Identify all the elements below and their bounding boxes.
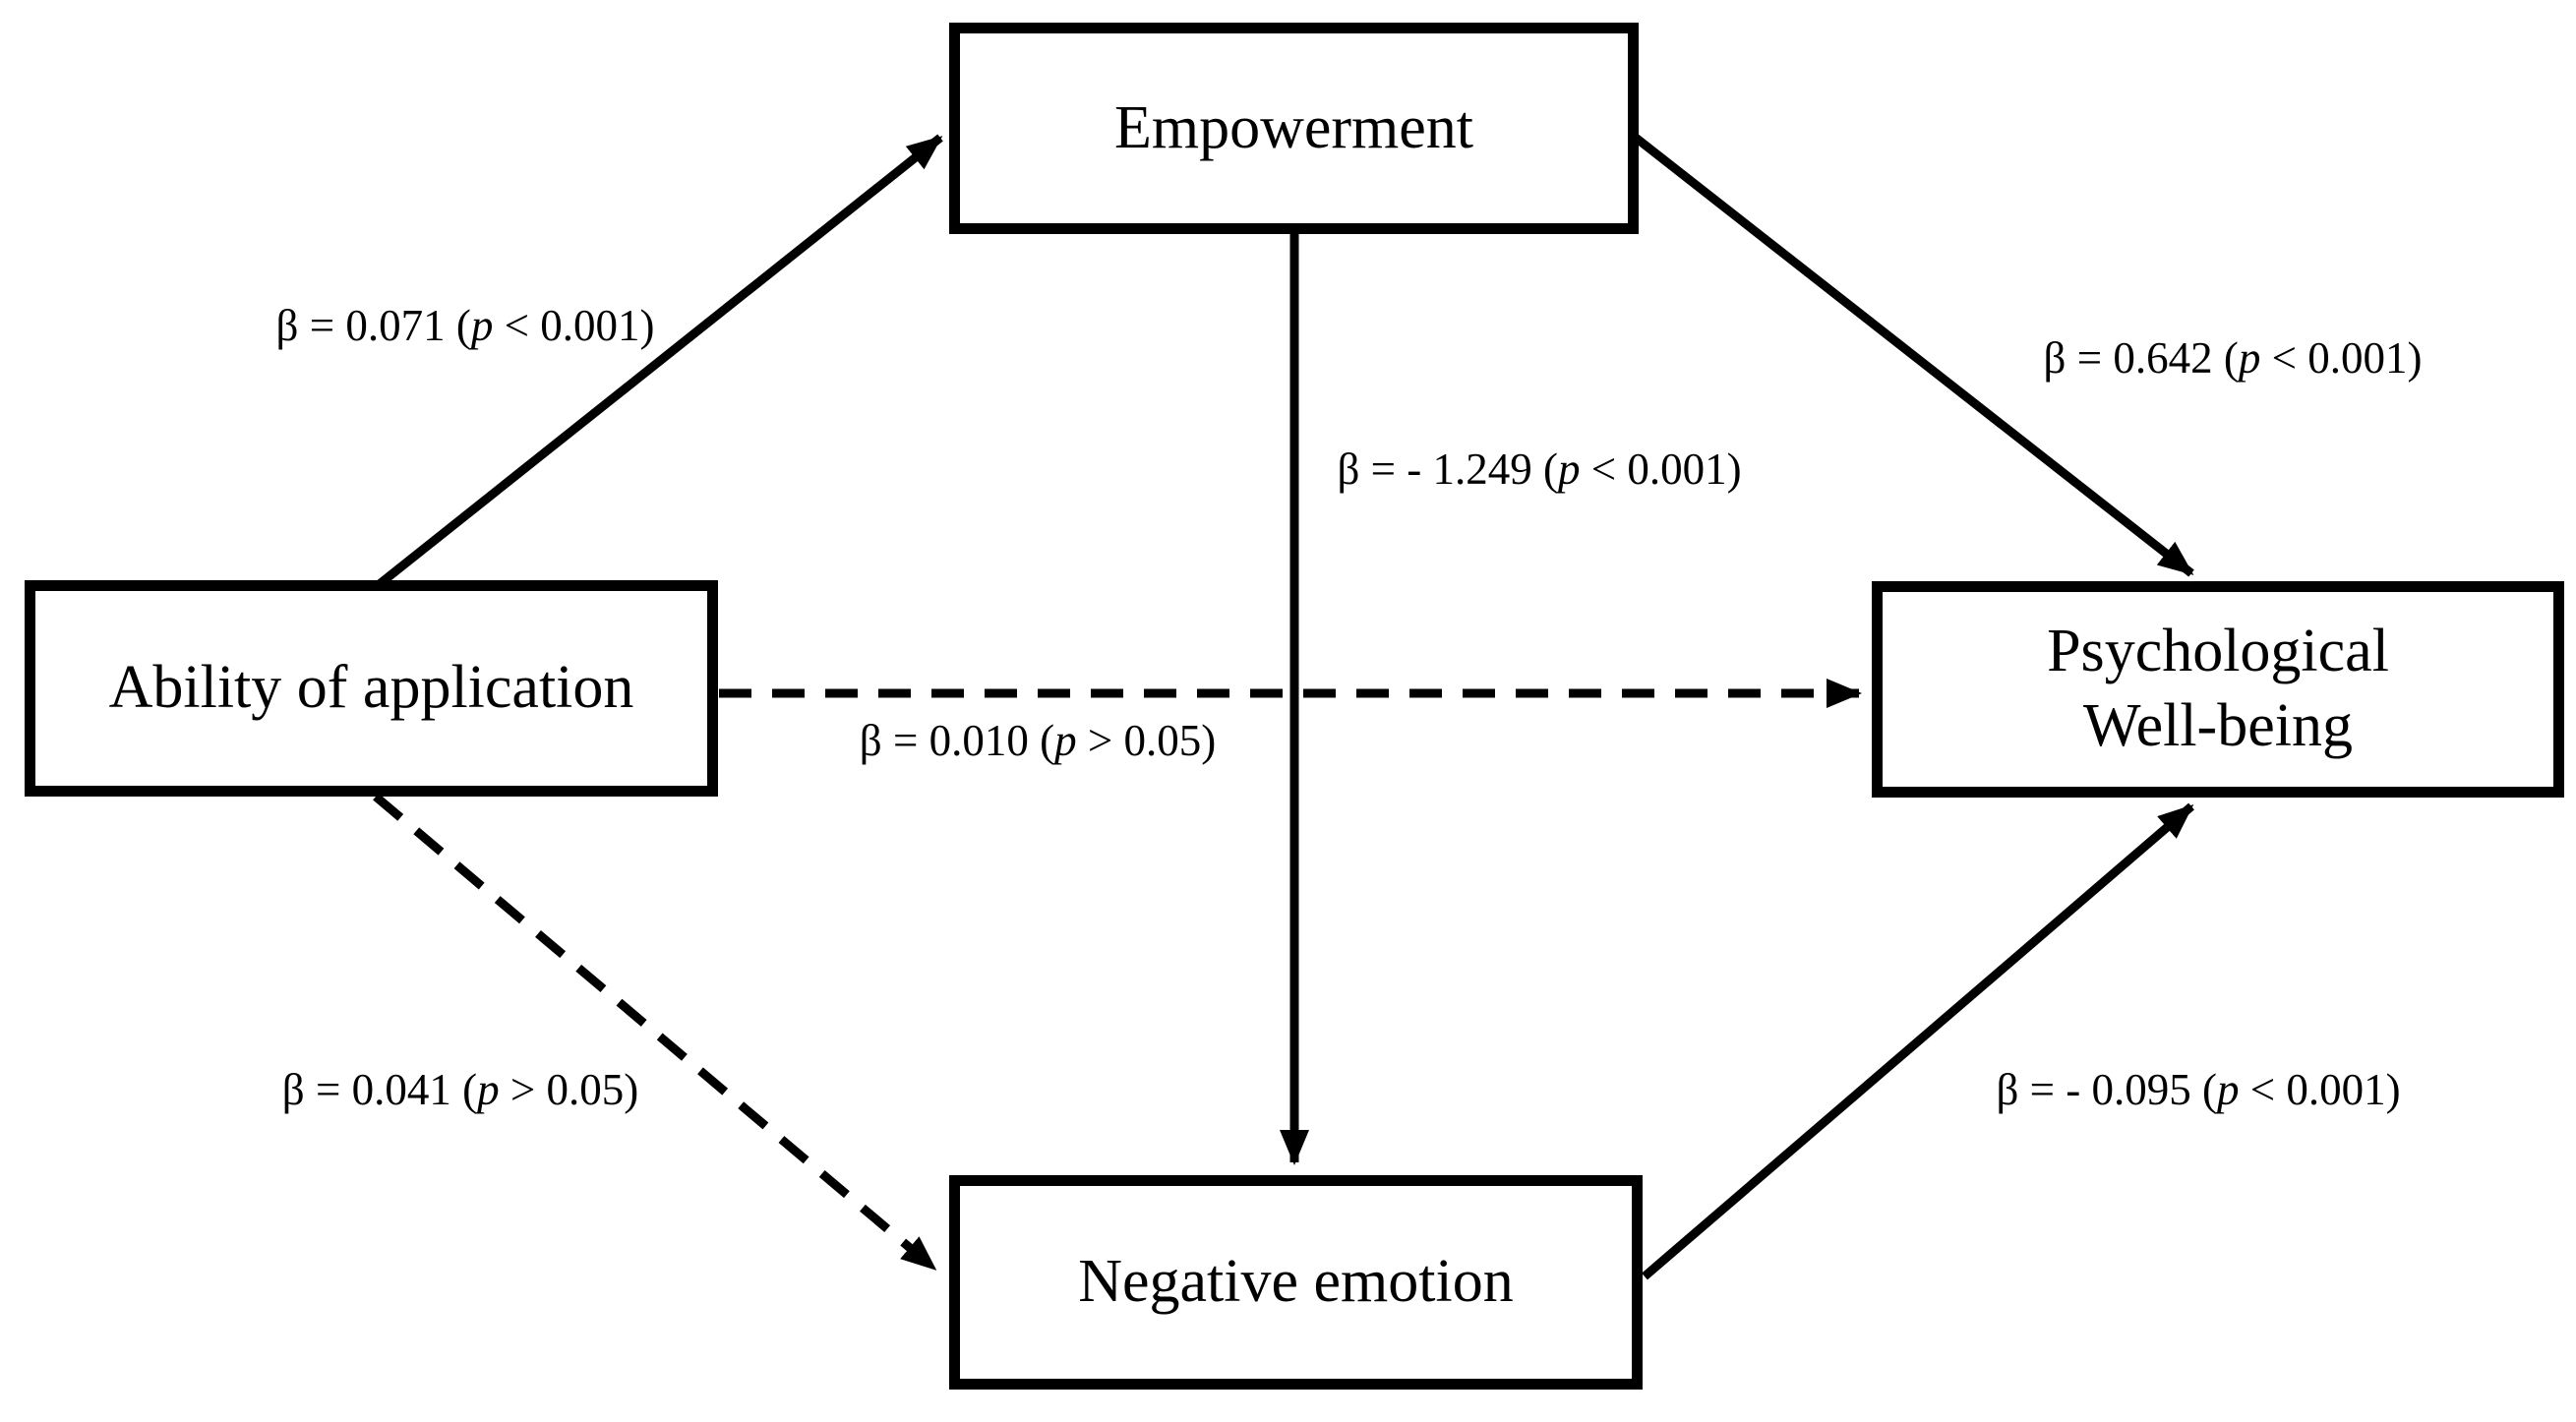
edge-label-ability-to-empowerment: β = 0.071 (p < 0.001) (275, 301, 655, 350)
arrow-empowerment-to-psychological-well-being (1633, 134, 2194, 577)
arrow-ability-to-negative-emotion (373, 793, 937, 1273)
node-ability-label: Ability of application (108, 654, 634, 722)
node-empowerment-label: Empowerment (1113, 93, 1473, 161)
node-pwb-label-line2: Well-being (2083, 692, 2353, 759)
node-ability-of-application: Ability of application (25, 580, 718, 797)
node-psychological-well-being: Psychological Well-being (1872, 581, 2564, 798)
edge-label-negative-emotion-to-psychological-well-being: β = - 0.095 (p < 0.001) (1996, 1065, 2401, 1114)
edge-label-empowerment-to-psychological-well-being: β = 0.642 (p < 0.001) (2043, 333, 2423, 383)
node-pwb-label-line1: Psychological (2047, 618, 2389, 685)
edge-label-ability-to-psychological-well-being: β = 0.010 (p > 0.05) (859, 716, 1217, 765)
edge-label-ability-to-negative-emotion: β = 0.041 (p > 0.05) (281, 1065, 639, 1114)
arrow-negative-emotion-to-psychological-well-being (1642, 802, 2194, 1280)
arrow-ability-to-empowerment (373, 134, 943, 591)
edge-label-empowerment-to-negative-emotion: β = - 1.249 (p < 0.001) (1337, 444, 1742, 494)
node-negative-emotion-label: Negative emotion (1078, 1248, 1514, 1316)
node-negative-emotion: Negative emotion (949, 1175, 1643, 1390)
node-empowerment: Empowerment (949, 23, 1639, 234)
node-pwb-label: Psychological Well-being (2047, 615, 2389, 763)
